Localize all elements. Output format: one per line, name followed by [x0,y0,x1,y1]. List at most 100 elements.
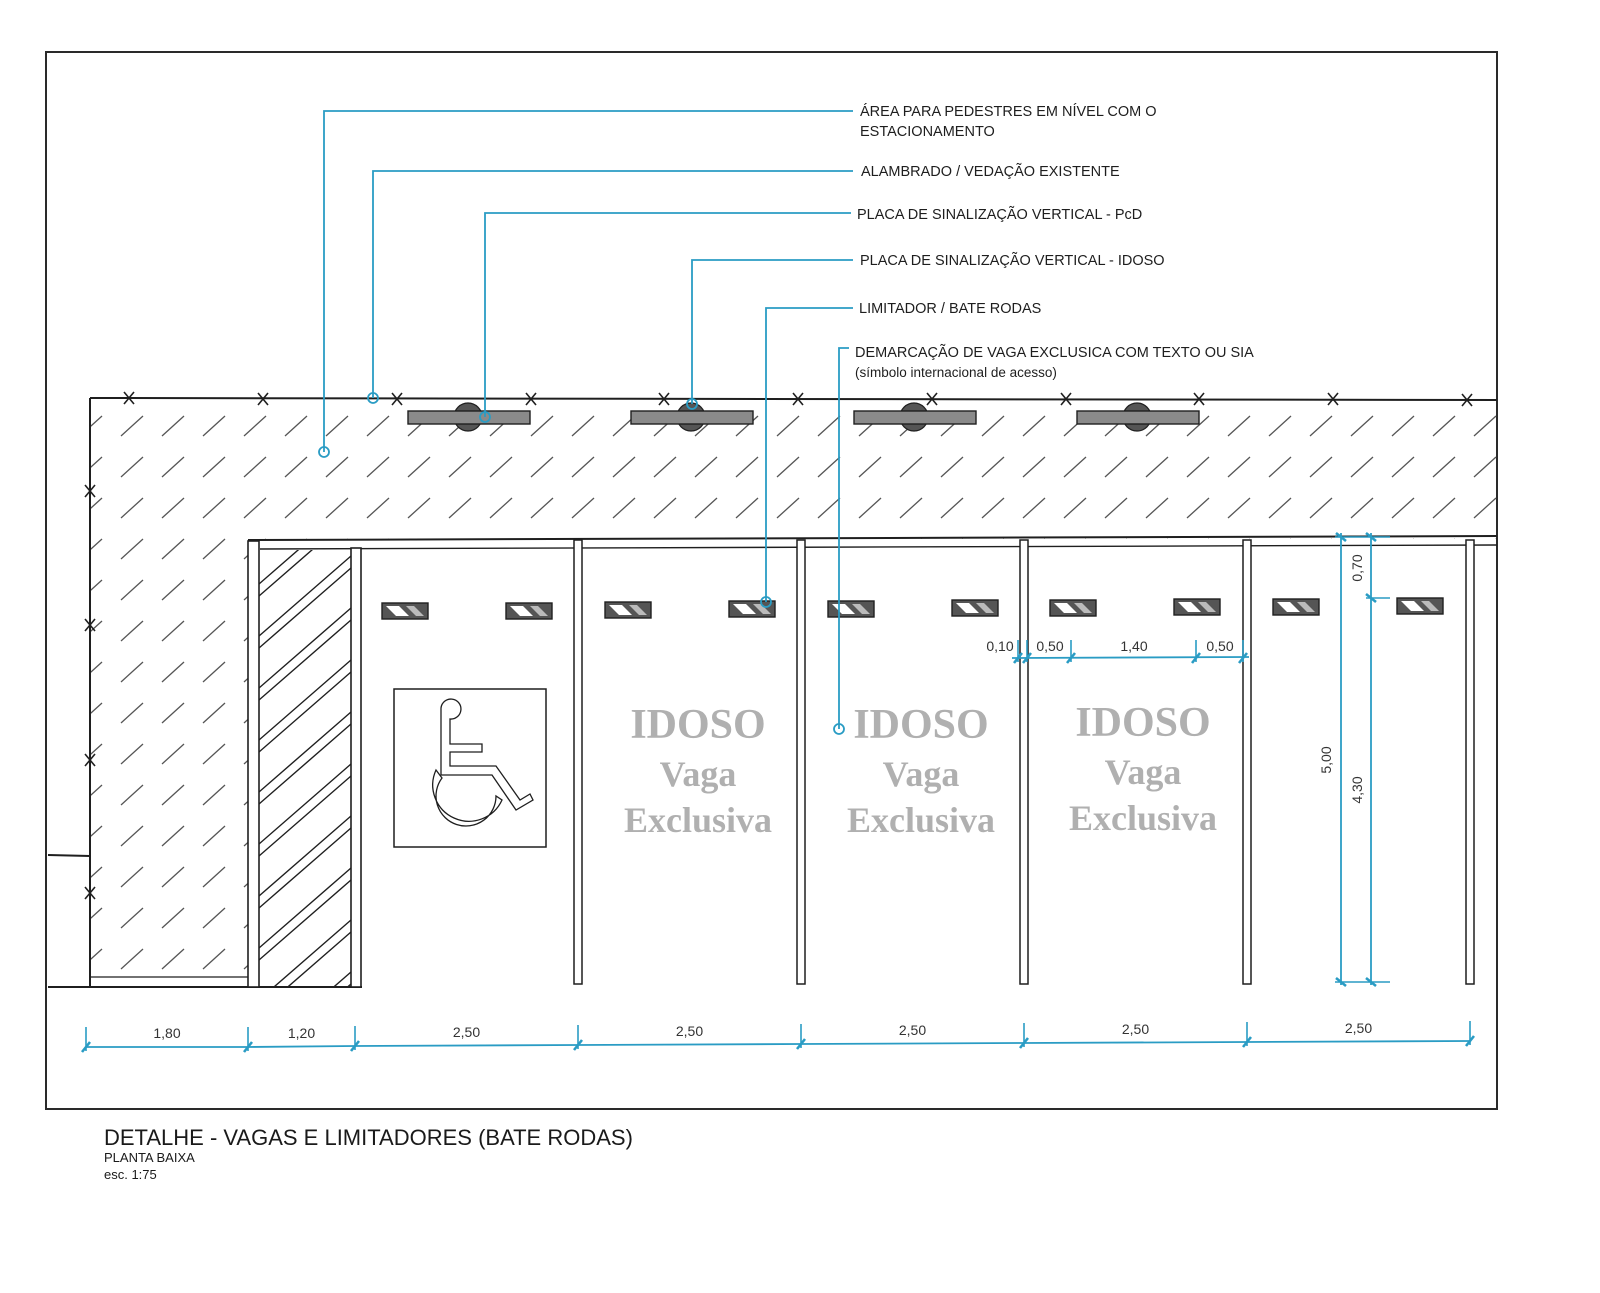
hatch-tick [120,456,144,478]
hatch-tick [1391,497,1415,519]
hatch-tick [572,990,594,1010]
hatch-tick [1473,415,1497,437]
hatch-tick [120,866,144,888]
hatch-tick [407,866,431,888]
hatch-tick [120,620,144,642]
hatch-tick [202,579,226,601]
hatch-tick [407,661,431,683]
ramp-hatch-line [259,555,351,637]
hatch-tick [859,990,881,1010]
hatch-tick [776,579,800,601]
hatch-tick [735,620,759,642]
dimension-label: 0,70 [1349,554,1365,581]
hatch-tick [1268,661,1292,683]
hatch-tick [1432,743,1456,765]
fence-post-x-icon [792,392,804,406]
hatch-tick [202,784,226,806]
hatch-tick [325,456,349,478]
hatch-tick [653,497,677,519]
fence-post-x-icon [1193,392,1205,406]
hatch-tick [120,538,144,560]
hatch-tick [981,661,1005,683]
hatch-tick [1391,538,1415,560]
hatch-tick [161,497,185,519]
stencil-text: IDOSO [630,702,765,748]
wheel-stop-icon [1396,597,1444,615]
hatch-tick [858,907,882,929]
note-marking: DEMARCAÇÃO DE VAGA EXCLUSICA COM TEXTO O… [855,344,1254,361]
hatch-tick [530,907,554,929]
dimension-tick [242,1041,254,1053]
fence-post-x-icon [525,392,537,406]
hatch-tick [1145,907,1169,929]
hatch-tick [817,866,841,888]
hatch-tick [1432,907,1456,929]
hatch-tick [530,866,554,888]
hatch-tick [1391,579,1415,601]
hatch-tick [407,497,431,519]
note-marking: (símbolo internacional de acesso) [855,365,1057,380]
hatch-tick [448,456,472,478]
hatch-tick [776,661,800,683]
hatch-tick [735,538,759,560]
hatch-tick [1268,743,1292,765]
hatch-tick [694,661,718,683]
hatch-tick [1022,497,1046,519]
ramp-hatch-line [259,815,351,897]
ramp-hatch-line [287,931,351,986]
hatch-tick [1432,866,1456,888]
hatch-tick [1473,661,1497,683]
hatch-tick [1350,661,1374,683]
hatch-tick [161,456,185,478]
hatch-tick [1432,784,1456,806]
hatch-tick [940,907,964,929]
hatch-tick [899,579,923,601]
hatch-tick [531,990,553,1010]
hatch-tick [448,948,472,970]
ramp-hatch-line [333,971,351,986]
hatch-tick [818,990,840,1010]
hatch-tick [448,497,472,519]
hatch-tick [1350,415,1374,437]
hatch-tick [1309,497,1333,519]
dimension-tick [1237,652,1249,664]
hatch-tick [244,990,266,1010]
hatch-tick [1391,743,1415,765]
hatch-tick [653,456,677,478]
hatch-tick [653,866,677,888]
idoso-stall-markings: IDOSOVagaExclusivaIDOSOVagaExclusivaIDOS… [624,700,1217,840]
hatch-tick [1432,702,1456,724]
hatch-tick [1350,825,1374,847]
dimension-tick [1241,1036,1253,1048]
hatch-tick [202,538,226,560]
pcd-stall-marking [393,688,547,848]
hatch-tick [1351,990,1373,1010]
hatch-tick [1105,990,1127,1010]
hatch-tick [940,948,964,970]
hatch-tick [612,866,636,888]
hatch-tick [1186,579,1210,601]
hatch-tick [1432,948,1456,970]
fence-post-x-icon [84,484,96,498]
hatch-tick [202,661,226,683]
hatch-tick [899,661,923,683]
hatch-tick [777,990,799,1010]
hatch-tick [571,415,595,437]
hatch-tick [1104,579,1128,601]
hatch-tick [366,907,390,929]
hatch-tick [694,907,718,929]
hatch-tick [1473,538,1497,560]
hatch-tick [1063,907,1087,929]
leader-terminal-icon [833,723,845,735]
hatch-tick [1104,538,1128,560]
stencil-text: IDOSO [1075,700,1210,746]
hatch-tick [202,415,226,437]
dimension-tick [1464,1035,1476,1047]
leader-terminal-icon [686,398,698,410]
hatch-tick [1145,620,1169,642]
hatch-tick [407,907,431,929]
hatch-tick [694,948,718,970]
note-wheel-stop: LIMITADOR / BATE RODAS [859,301,1041,317]
